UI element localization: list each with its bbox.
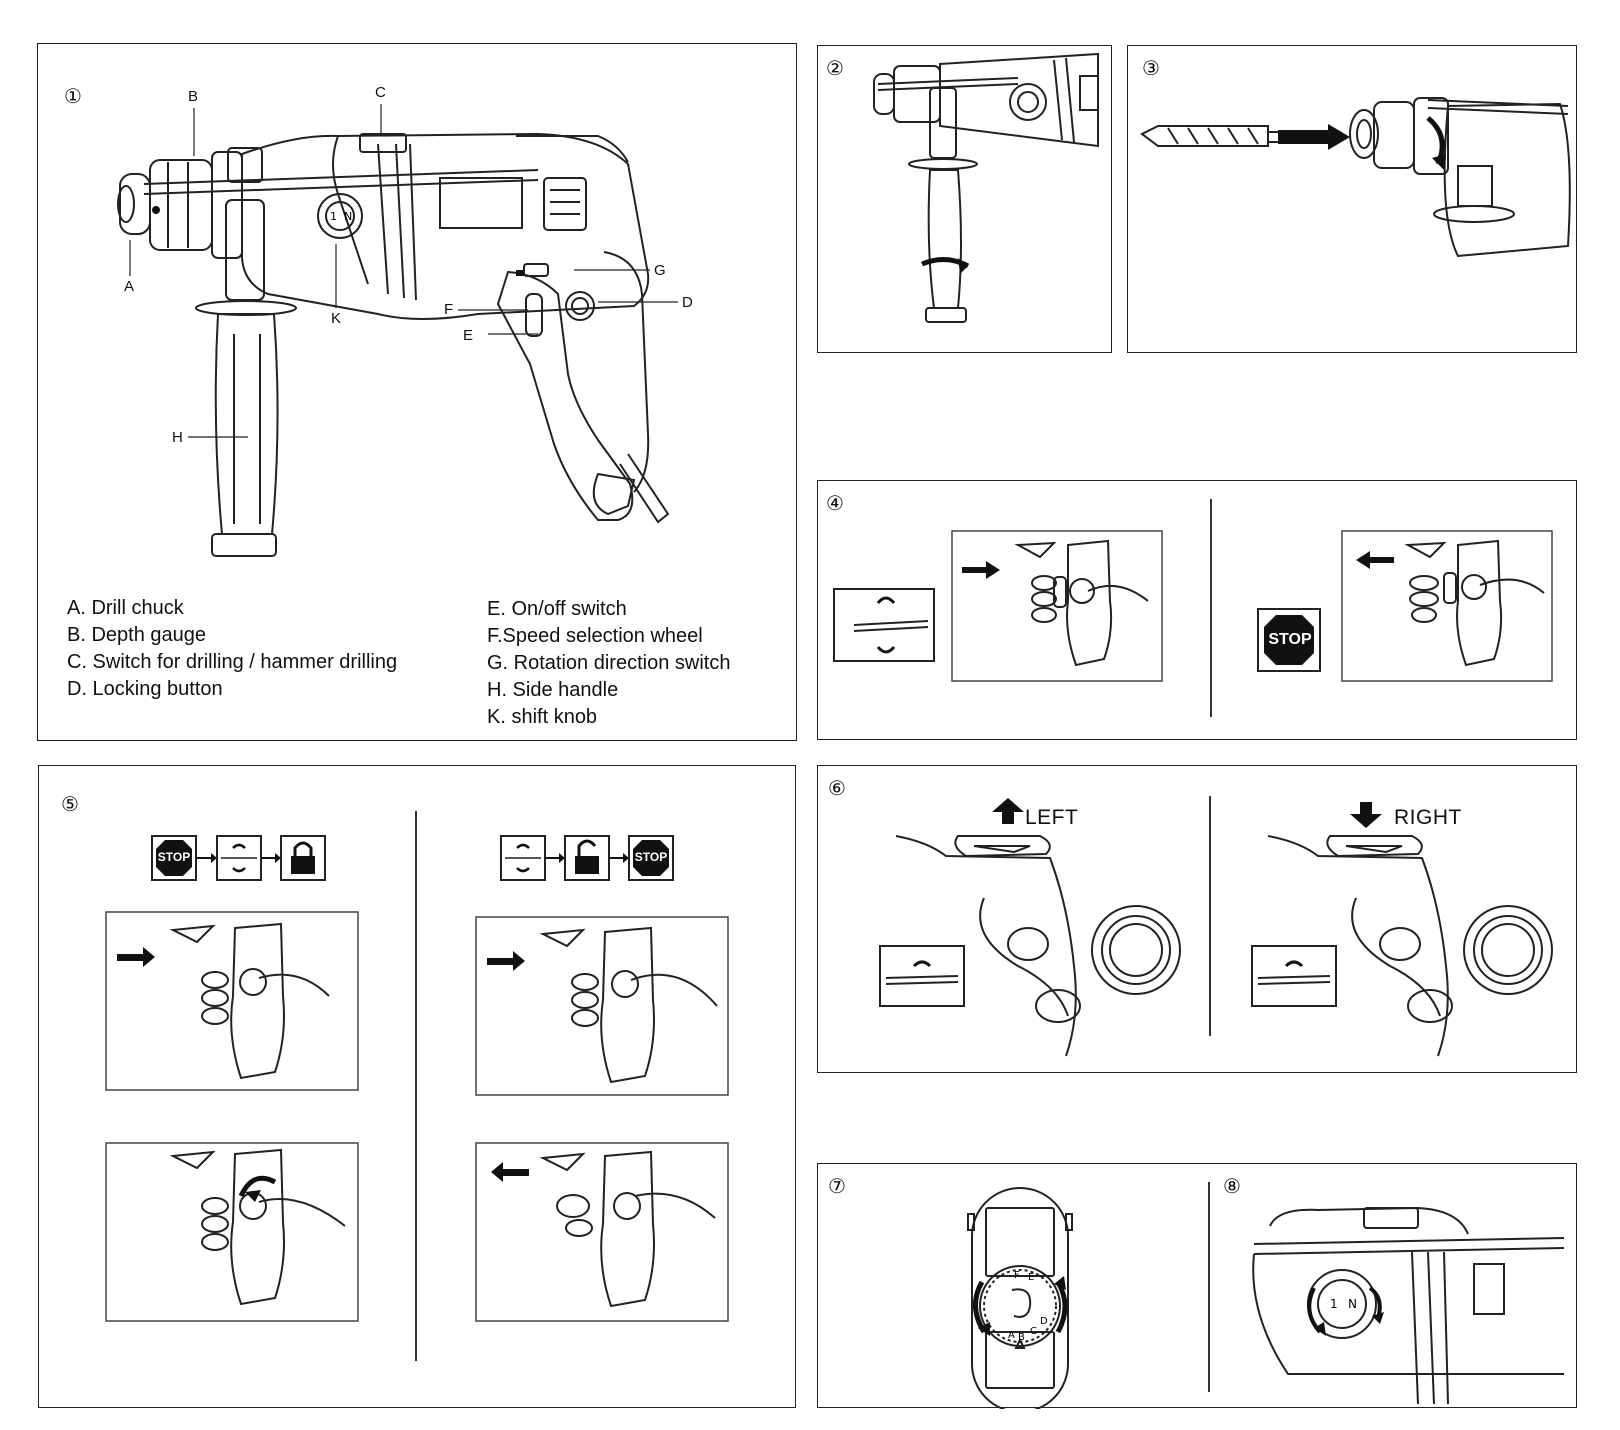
panel-number: ③ bbox=[1142, 56, 1160, 80]
callout-g: G bbox=[654, 262, 666, 279]
wheel-mark-d: D bbox=[1040, 1316, 1048, 1327]
panel-3-insert-bit: ③ bbox=[1127, 45, 1577, 353]
wheel-mark-b: B bbox=[1018, 1332, 1025, 1343]
panel-6-rotation-direction: ⑥ LEFT RIGHT bbox=[817, 765, 1577, 1073]
direction-label-right: RIGHT bbox=[1394, 806, 1462, 829]
panel-number: ② bbox=[826, 56, 844, 80]
panel-5-locking-button: ⑤ bbox=[38, 765, 796, 1408]
panel-7-8-wheel-and-mode: ⑦ ⑧ 1 N A bbox=[817, 1163, 1577, 1409]
legend-item-k: K. shift knob bbox=[487, 706, 598, 728]
legend-right: E. On/off switch F.Speed selection wheel… bbox=[487, 596, 730, 731]
rotation-direction-illustration bbox=[879, 798, 1553, 1057]
panel-number: ④ bbox=[826, 491, 844, 515]
insert-bit-illustration bbox=[1140, 97, 1571, 258]
wheel-mark-e: E bbox=[1028, 1272, 1034, 1283]
speed-wheel-and-mode-illustration: 1 N A B C D E F bbox=[967, 1187, 1565, 1409]
panel-number: ⑦ bbox=[828, 1174, 846, 1198]
wheel-mark-c: C bbox=[1030, 1326, 1037, 1337]
legend-item-d: D. Locking button bbox=[67, 678, 223, 700]
panel-number: ⑥ bbox=[828, 776, 846, 800]
callout-e: E bbox=[463, 327, 474, 344]
callout-c: C bbox=[375, 84, 386, 101]
panel-2-side-handle: ② bbox=[817, 45, 1112, 353]
stop-sign-label: STOP bbox=[1268, 631, 1312, 648]
dial-mark-n: N bbox=[1348, 1297, 1357, 1311]
divider bbox=[1210, 499, 1212, 717]
switch-operation-illustration bbox=[833, 530, 1553, 682]
divider bbox=[1208, 1182, 1210, 1392]
divider bbox=[415, 811, 417, 1361]
legend-item-a: A. Drill chuck bbox=[67, 597, 184, 619]
direction-label-left: LEFT bbox=[1025, 806, 1079, 829]
dial-mark-1: 1 bbox=[330, 210, 337, 223]
panel-number: ⑤ bbox=[61, 792, 79, 816]
stop-sign-label: STOP bbox=[634, 850, 668, 864]
drill-illustration: 1 N bbox=[117, 104, 678, 557]
legend-item-e: E. On/off switch bbox=[487, 598, 627, 620]
callout-a: A bbox=[124, 278, 135, 295]
panel-number: ① bbox=[64, 84, 82, 108]
legend-item-f: F.Speed selection wheel bbox=[487, 625, 703, 647]
legend-item-b: B. Depth gauge bbox=[67, 624, 206, 646]
callout-f: F bbox=[444, 301, 454, 318]
legend-item-h: H. Side handle bbox=[487, 679, 619, 701]
side-handle-illustration bbox=[873, 52, 1099, 323]
dial-mark-n: N bbox=[344, 210, 352, 223]
dial-mark-1: 1 bbox=[1330, 1297, 1338, 1311]
callout-d: D bbox=[682, 294, 693, 311]
locking-sequence-illustration bbox=[105, 835, 729, 1322]
callout-b: B bbox=[188, 88, 199, 105]
callout-k: K bbox=[331, 310, 342, 327]
legend-left: A. Drill chuck B. Depth gauge C. Switch … bbox=[67, 595, 397, 703]
panel-1-drill-overview: ① bbox=[37, 43, 797, 741]
callout-h: H bbox=[172, 429, 183, 446]
wheel-mark-a: A bbox=[1008, 1330, 1015, 1341]
stop-sign-label: STOP bbox=[157, 850, 191, 864]
panel-number: ⑧ bbox=[1223, 1174, 1241, 1198]
legend-item-g: G. Rotation direction switch bbox=[487, 652, 731, 674]
panel-4-switch-operation: ④ STOP bbox=[817, 480, 1577, 740]
wheel-mark-f: F bbox=[1014, 1270, 1020, 1281]
divider bbox=[1209, 796, 1211, 1036]
legend-item-c: C. Switch for drilling / hammer drilling bbox=[67, 651, 398, 673]
